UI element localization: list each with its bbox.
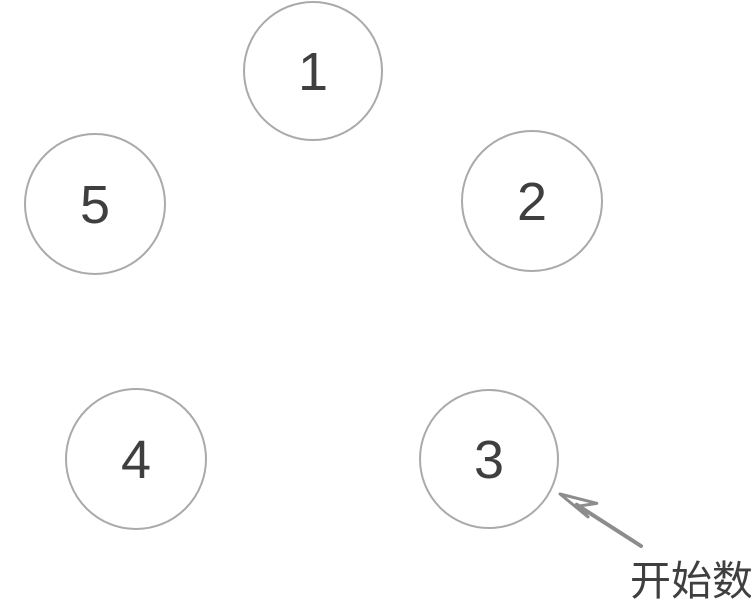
node-label-4: 4 (121, 430, 151, 490)
nodes-layer: 1 2 3 4 5 (24, 1, 603, 530)
node-label-2: 2 (517, 172, 547, 232)
node-circle-3[interactable] (419, 389, 559, 529)
node-label-1: 1 (298, 42, 328, 102)
annotation-label: 开始数 (630, 557, 751, 603)
annotation-arrow-shaft (574, 502, 643, 548)
node-2[interactable]: 2 (461, 130, 603, 272)
node-circle-5[interactable] (24, 133, 166, 275)
node-circle-4[interactable] (65, 388, 207, 530)
annotation-arrow-group (558, 492, 643, 548)
node-label-5: 5 (80, 175, 110, 235)
node-5[interactable]: 5 (24, 133, 166, 275)
node-4[interactable]: 4 (65, 388, 207, 530)
annotation-arrow-head (558, 492, 599, 519)
node-label-3: 3 (474, 430, 504, 490)
node-3[interactable]: 3 (419, 389, 559, 529)
node-circle-2[interactable] (461, 130, 603, 272)
node-circle-1[interactable] (243, 1, 383, 141)
node-1[interactable]: 1 (243, 1, 383, 141)
